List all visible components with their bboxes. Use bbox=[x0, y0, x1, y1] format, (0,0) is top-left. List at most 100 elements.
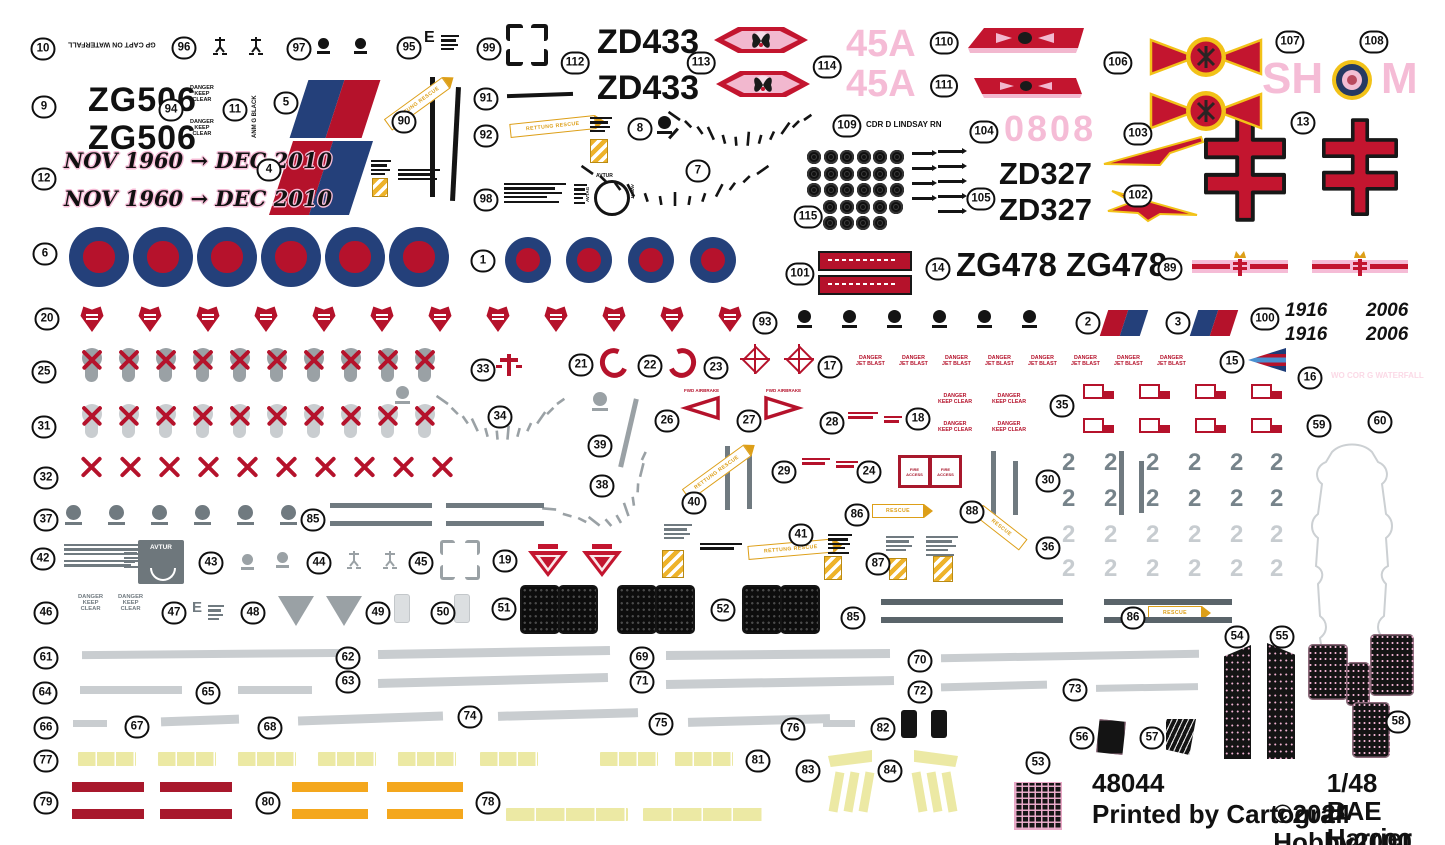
rescue-arrow-86b-head bbox=[1202, 606, 1211, 620]
decal-number-98: 98 bbox=[473, 188, 499, 212]
yellow-fan-83-strip bbox=[843, 771, 860, 813]
screw-grid-115-screw bbox=[872, 199, 887, 214]
stencil-87a-line bbox=[828, 551, 850, 554]
stencil-87b-line bbox=[886, 540, 909, 543]
rescue-arrow-86a-body: RESCUE bbox=[872, 504, 924, 518]
diamond-arrows-23a-diamond bbox=[741, 345, 771, 375]
vent-dot-93-bar bbox=[977, 325, 992, 328]
decal-number-99: 99 bbox=[476, 37, 502, 61]
footstep-no-step bbox=[80, 348, 104, 384]
no-step-marker-txt bbox=[202, 318, 214, 320]
decal-number-32: 32 bbox=[33, 466, 59, 490]
roundel-pink-ring bbox=[1346, 74, 1358, 86]
roundel-small-ring bbox=[577, 248, 601, 272]
crop-marks-99-corner bbox=[531, 24, 548, 41]
roundel-small bbox=[690, 237, 736, 283]
decal-number-3: 3 bbox=[1165, 311, 1191, 335]
vent-dot-37-bar bbox=[237, 522, 254, 525]
numeral-2-dark: 2 bbox=[1270, 449, 1284, 476]
diamond-arrows-23a-h bbox=[740, 357, 770, 361]
footstep-no-step bbox=[117, 348, 141, 384]
decal-number-55: 55 bbox=[1269, 625, 1295, 649]
decal-number-46: 46 bbox=[33, 601, 59, 625]
decal-number-26: 26 bbox=[654, 409, 680, 433]
decal-number-12: 12 bbox=[31, 167, 57, 191]
roundel-large-ring bbox=[211, 241, 243, 273]
squadron-crest-106b bbox=[1148, 88, 1264, 134]
numeral-2-dark: 2 bbox=[1062, 485, 1076, 512]
stencil-90-line bbox=[371, 168, 390, 171]
danger-jet-blast: DANGER JET BLAST bbox=[1114, 355, 1143, 367]
decal-number-80: 80 bbox=[255, 791, 281, 815]
dash-arrows-115b-tip bbox=[962, 148, 967, 154]
danger-keep-clear-94a: DANGER KEEP CLEAR bbox=[190, 85, 214, 103]
arrowhead-15 bbox=[1248, 348, 1286, 372]
grey-stripe-72 bbox=[940, 680, 1048, 692]
danger-keep-clear-18c: DANGER KEEP CLEAR bbox=[938, 421, 973, 433]
grey-strip-40a bbox=[725, 446, 730, 510]
decal-number-66: 66 bbox=[33, 716, 59, 740]
zg478: ZG478 ZG478 bbox=[956, 246, 1167, 283]
vent-dot-93-dot bbox=[798, 310, 811, 323]
walkway-85b1-bar bbox=[881, 599, 1063, 605]
decal-number-65: 65 bbox=[195, 681, 221, 705]
decal-number-42: 42 bbox=[30, 547, 56, 571]
dash-arrows-115a-tip bbox=[932, 180, 937, 186]
decal-number-2: 2 bbox=[1075, 311, 1101, 335]
roundel-large bbox=[261, 227, 321, 287]
footstep-no-step-light bbox=[228, 404, 252, 440]
decal-number-16: 16 bbox=[1297, 366, 1323, 390]
decal-number-58: 58 bbox=[1385, 710, 1411, 734]
roundel-small bbox=[628, 237, 674, 283]
footstep-no-step-toe bbox=[381, 364, 394, 382]
decal-number-54: 54 bbox=[1224, 625, 1250, 649]
printed-by: Printed by Cartograf bbox=[1092, 799, 1344, 829]
vent-dot-37-bar bbox=[65, 522, 82, 525]
hatch-box-40 bbox=[662, 550, 684, 578]
decal-number-90: 90 bbox=[391, 110, 417, 134]
sheet-code: 48044 bbox=[1092, 768, 1165, 798]
screw-grid-115-screw bbox=[807, 166, 821, 181]
roundel-small-ring bbox=[639, 248, 663, 272]
danger-keep-clear-18b: DANGER KEEP CLEAR bbox=[992, 393, 1027, 405]
decal-number-24: 24 bbox=[856, 460, 882, 484]
grey-stripe-65 bbox=[238, 686, 312, 694]
numeral-2-dark: 2 bbox=[1230, 449, 1244, 476]
airbrake-triangle-26 bbox=[680, 395, 720, 421]
roundel-large-ring bbox=[339, 241, 371, 273]
numeral-2-light: 2 bbox=[1146, 521, 1160, 548]
footstep-no-step-light bbox=[154, 404, 178, 440]
stencil-98b-line bbox=[574, 197, 584, 200]
seat-warning-19b bbox=[580, 544, 624, 578]
stencil-87c-line bbox=[926, 549, 949, 552]
walkway-85b2-bar bbox=[1104, 599, 1232, 605]
grey-stripe-75 bbox=[687, 714, 831, 727]
stencil-98a-line bbox=[504, 187, 555, 190]
decal-number-61: 61 bbox=[33, 646, 59, 670]
diamond-arrows-23b-h bbox=[784, 357, 814, 361]
vent-dot-43a-bar bbox=[241, 567, 254, 570]
stencil-42c-line bbox=[124, 556, 139, 559]
decal-number-74: 74 bbox=[457, 705, 483, 729]
dash-arrows-115b-dash bbox=[938, 210, 962, 213]
red-placard-35-solid bbox=[1102, 391, 1114, 399]
decal-number-107: 107 bbox=[1275, 30, 1305, 54]
screw-grid-115-screw bbox=[889, 199, 903, 214]
decal-number-75: 75 bbox=[648, 712, 674, 736]
no-step-marker-txt bbox=[260, 314, 272, 316]
vent-dot-37-dot bbox=[109, 505, 124, 520]
footstep-no-step-light-toe bbox=[122, 420, 135, 438]
footstep-no-step-light-toe bbox=[85, 420, 98, 438]
decal-number-20: 20 bbox=[34, 307, 60, 331]
screw-grid-115-screw bbox=[839, 199, 854, 214]
stencil-92-line bbox=[590, 125, 611, 128]
no-step-marker bbox=[196, 306, 220, 332]
stencil-42a-line bbox=[64, 544, 160, 547]
screw-grid-115-screw bbox=[840, 166, 854, 181]
black-strip-90b bbox=[450, 86, 461, 202]
decal-number-39: 39 bbox=[587, 434, 613, 458]
stencil-87a-line bbox=[828, 542, 851, 545]
footstep-no-step-light-toe bbox=[159, 420, 172, 438]
vent-dot-8-dot bbox=[658, 116, 671, 129]
